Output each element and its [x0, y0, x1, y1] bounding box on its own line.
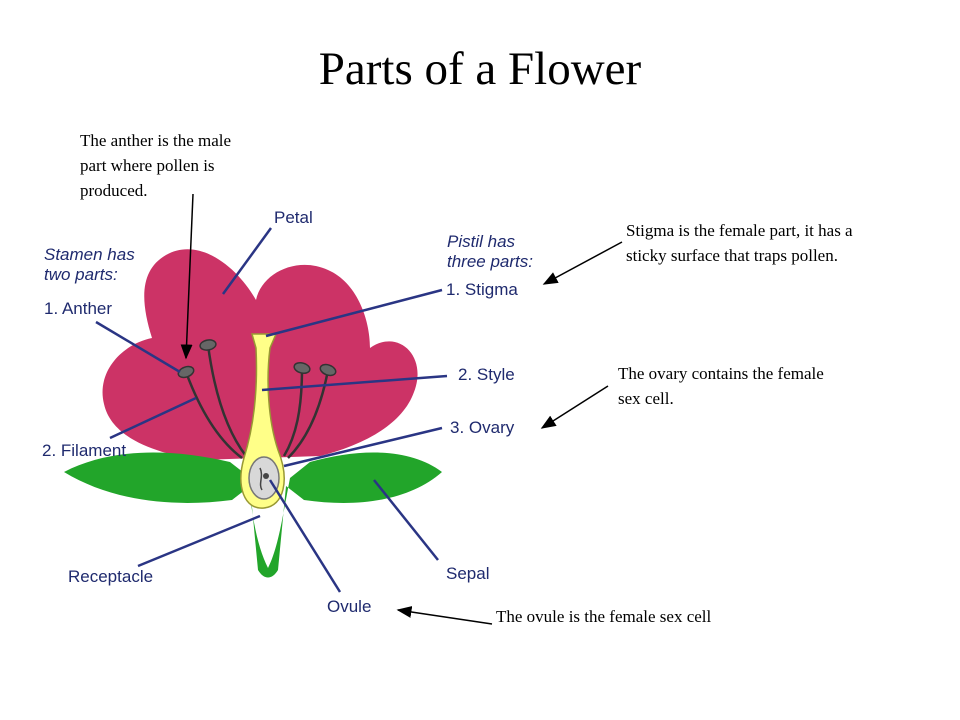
stigma-note: Stigma is the female part, it has a stic…: [626, 221, 853, 265]
anther-note: The anther is the male part where pollen…: [80, 131, 232, 200]
label-ovule: Ovule: [327, 597, 372, 616]
label-sepal: Sepal: [446, 564, 490, 583]
stamen-right: [282, 361, 337, 459]
label-anther: 1. Anther: [44, 299, 113, 318]
label-petal: Petal: [274, 208, 313, 227]
ovary-note: The ovary contains the female sex cell.: [618, 364, 824, 408]
label-receptacle: Receptacle: [68, 567, 154, 586]
annotation-arrows: [180, 193, 623, 625]
ovule-shape: [263, 473, 269, 479]
label-ovary: 3. Ovary: [450, 418, 515, 437]
ovule-note: The ovule is the female sex cell: [496, 607, 712, 626]
label-style: 2. Style: [458, 365, 515, 384]
label-stigma: 1. Stigma: [446, 280, 518, 299]
leader-lines: [95, 227, 448, 593]
sepal-shape: [64, 452, 442, 578]
slide-title: Parts of a Flower: [318, 43, 642, 95]
label-filament: 2. Filament: [42, 441, 127, 460]
label-stamen-heading: Stamen has two parts:: [44, 245, 135, 284]
stamen-left: [177, 339, 247, 459]
label-pistil-heading: Pistil has three parts:: [447, 232, 533, 271]
